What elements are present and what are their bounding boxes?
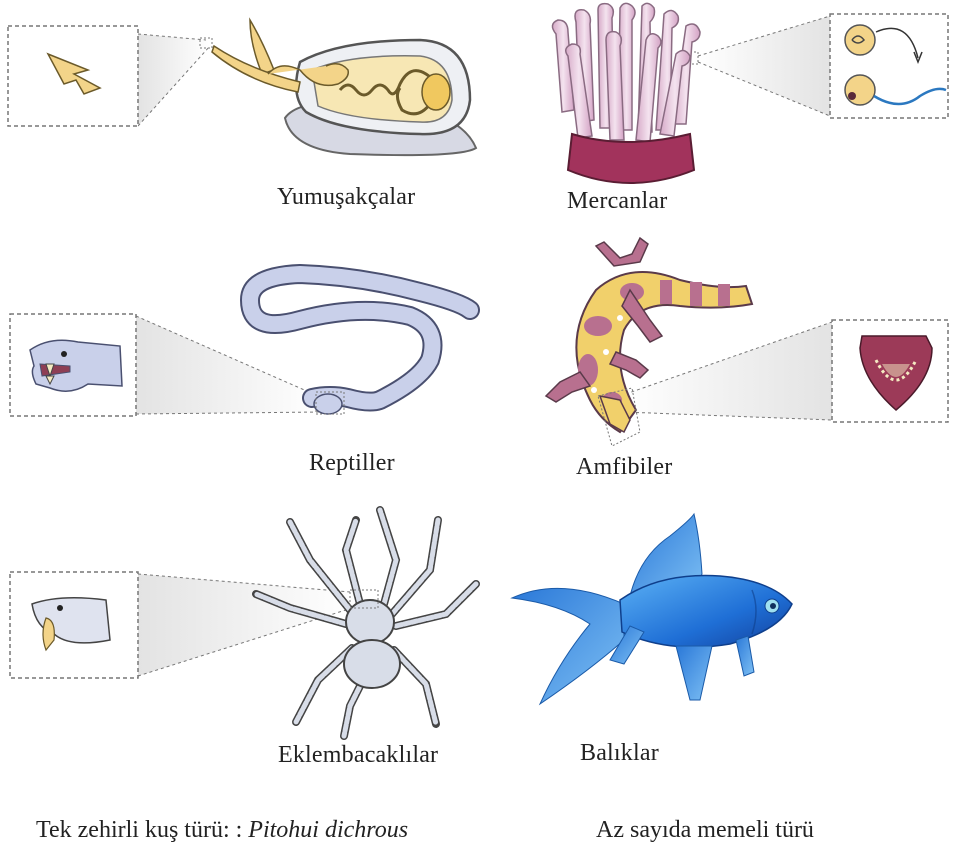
discharged-nematocyst-icon bbox=[845, 75, 875, 105]
fish-tail-fin bbox=[512, 588, 624, 704]
label-corals: Mercanlar bbox=[567, 188, 667, 215]
mollusk-group bbox=[8, 20, 476, 155]
label-mollusks: Yumuşakçalar bbox=[277, 184, 415, 211]
label-amphibians: Amfibiler bbox=[576, 454, 672, 481]
spider-cephalothorax bbox=[346, 600, 394, 644]
label-reptiles: Reptiller bbox=[309, 450, 395, 477]
snake-group bbox=[10, 274, 470, 416]
label-arthropods: Eklembacaklılar bbox=[278, 742, 438, 769]
footer-mammals-note: Az sayıda memeli türü bbox=[596, 817, 814, 844]
fish-group bbox=[512, 514, 792, 704]
sea-anemone-icon bbox=[552, 3, 700, 142]
spider-group bbox=[10, 510, 476, 736]
coral-zoom-wedge bbox=[698, 16, 830, 116]
mollusk-zoom-wedge bbox=[138, 34, 210, 126]
fish-icon bbox=[620, 576, 792, 648]
nematocyst-icon bbox=[845, 25, 875, 55]
footer-bird-species: Pitohui dichrous bbox=[248, 817, 408, 843]
coral-group bbox=[552, 3, 948, 183]
amphibian-group bbox=[546, 238, 948, 446]
sea-anemone-base bbox=[568, 134, 694, 183]
footer-bird-note: Tek zehirli kuş türü: : Pitohui dichrous bbox=[36, 817, 408, 844]
spider-abdomen bbox=[344, 640, 400, 688]
label-fish: Balıklar bbox=[580, 740, 659, 767]
fish-anal-fin bbox=[676, 646, 712, 700]
footer-bird-prefix: Tek zehirli kuş türü: : bbox=[36, 817, 242, 843]
